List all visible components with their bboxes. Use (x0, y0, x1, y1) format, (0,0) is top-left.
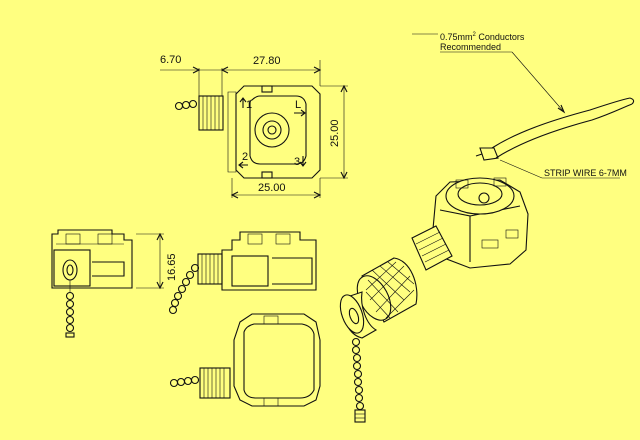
iso-chain (351, 337, 366, 423)
end-view (51, 229, 133, 338)
dim-6-70: 6.70 (160, 54, 181, 66)
iso-knurled-nut (356, 257, 418, 323)
iso-bushing (411, 225, 453, 271)
isometric-view (339, 97, 635, 423)
dim-16-65: 16.65 (166, 253, 178, 281)
bottom-view-chain (169, 375, 200, 388)
terminal-mark-2: 2 (242, 151, 248, 163)
strip-wire-note: STRIP WIRE 6-7MM (544, 168, 627, 178)
dim-25-00-vertical: 25.00 (329, 119, 341, 147)
conductor-note-recommended: Recommended (440, 42, 501, 52)
terminal-mark-1: 1 (246, 99, 252, 111)
end-view-chain (65, 280, 75, 338)
notes: 0.75mm2 Conductors Recommended STRIP WIR… (412, 32, 627, 179)
side-view (168, 231, 317, 315)
dimension-lines: 6.70 27.80 25.00 25.00 16.65 (136, 54, 348, 290)
iso-cap (339, 291, 378, 339)
side-view-chain (168, 263, 200, 315)
lead-wire (475, 97, 635, 161)
iso-body (431, 177, 529, 269)
dim-25-00-horizontal: 25.00 (258, 182, 286, 194)
bottom-view (169, 313, 321, 407)
terminal-mark-3: 3 (294, 156, 300, 168)
top-view-hub (254, 112, 290, 148)
top-view-bushing (198, 95, 224, 131)
top-view: 1 L 2 3 (174, 85, 321, 179)
terminal-mark-L: L (295, 99, 301, 111)
conductor-note: 0.75mm2 Conductors (440, 32, 525, 42)
top-view-chain (174, 99, 198, 111)
dim-27-80: 27.80 (253, 55, 281, 67)
